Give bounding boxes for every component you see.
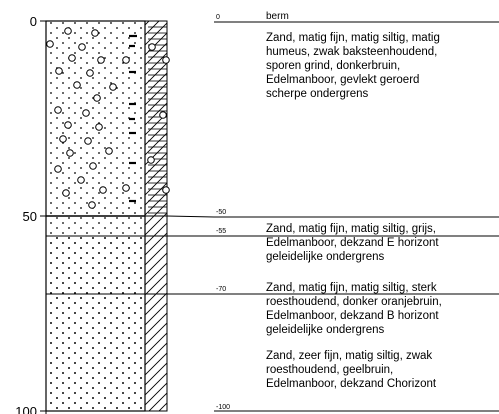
layer-top-label: -70 bbox=[216, 286, 226, 293]
layer-labels: 0 -50 -55 -70 -100 bbox=[216, 14, 230, 411]
depth-tick-label-50: 50 bbox=[23, 209, 37, 224]
layer-description: Zand, zeer fijn, matig siltig, zwak roes… bbox=[266, 350, 437, 390]
sand-gravel-fill bbox=[46, 21, 145, 216]
connector-50 bbox=[166, 215, 215, 218]
gravel-circles bbox=[46, 27, 130, 209]
depth-tick-label-0: 0 bbox=[30, 14, 37, 29]
horizontal-hatch-upper bbox=[148, 21, 167, 216]
bottom-depth-label: -100 bbox=[216, 404, 230, 411]
depth-axis: 0 50 100 bbox=[15, 14, 47, 414]
layer-top-label: -50 bbox=[216, 209, 226, 216]
layer-descriptions: berm Zand, matig fijn, matig siltig, mat… bbox=[266, 11, 445, 390]
lithology-column bbox=[45, 20, 146, 412]
unit-title: berm bbox=[266, 11, 289, 22]
depth-tick-label-100: 100 bbox=[15, 404, 37, 414]
humus-dashes bbox=[129, 34, 137, 203]
layer-description: Zand, matig fijn, matig siltig, sterk ro… bbox=[266, 282, 445, 336]
layer-separators bbox=[145, 21, 499, 412]
diagonal-hatch-lower bbox=[144, 215, 168, 412]
layer-top-label: -55 bbox=[216, 228, 226, 235]
layer-description: Zand, matig fijn, matig siltig, grijs, E… bbox=[266, 223, 442, 263]
sand-layer-70-100 bbox=[46, 294, 145, 411]
secondary-column bbox=[144, 20, 170, 412]
layer-description: Zand, matig fijn, matig siltig, matig hu… bbox=[266, 32, 443, 100]
secondary-gravel-circles bbox=[147, 43, 170, 194]
layer-top-label: 0 bbox=[216, 14, 220, 21]
sand-layer-55-70 bbox=[46, 236, 145, 294]
